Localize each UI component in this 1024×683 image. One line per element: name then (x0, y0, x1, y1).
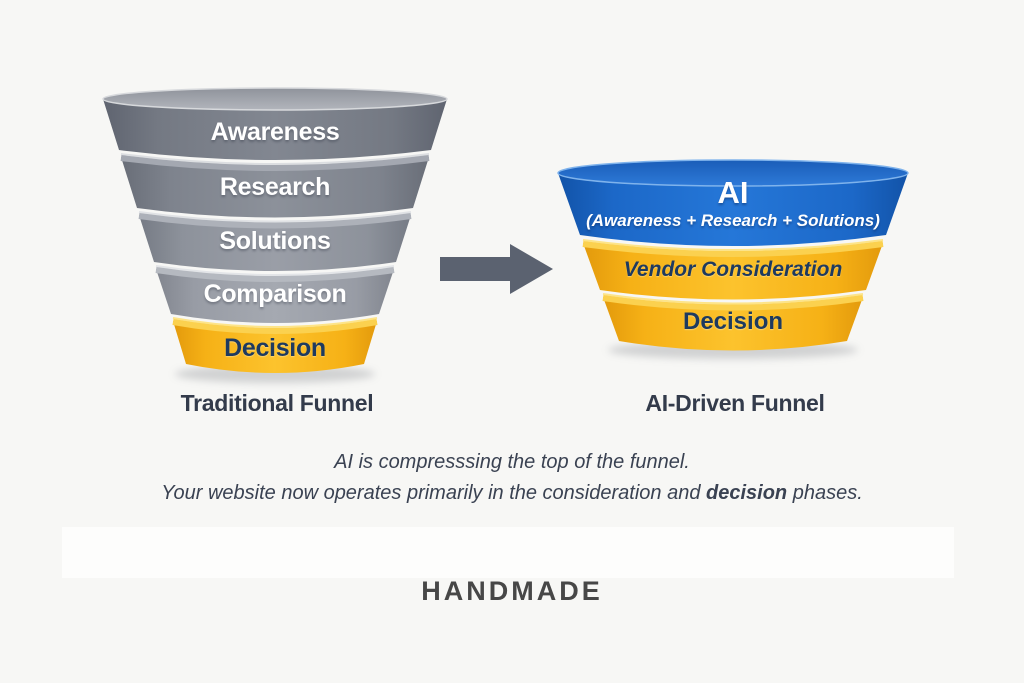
tier-rim-highlight (172, 317, 378, 328)
tier-label-vendor-consideration: Vendor Consideration (624, 258, 843, 281)
tier-vendor-consideration: Vendor Consideration (582, 239, 884, 300)
ai-driven-funnel: AI (Awareness + Research + Solutions) Ve… (557, 159, 909, 351)
tier-label-comparison: Comparison (204, 280, 347, 308)
tier-rim (582, 241, 884, 257)
brand-logo: HANDMADE (421, 576, 603, 606)
tier-label-research: Research (220, 173, 330, 201)
tier-rim-highlight (120, 153, 430, 165)
caption-line2-suffix: phases. (787, 482, 863, 504)
footer-panel (62, 527, 954, 578)
tier-comparison: Comparison (155, 265, 395, 323)
tier-research: Research (120, 153, 430, 218)
tier-decision: Decision (172, 317, 378, 373)
ai-funnel-title: AI-Driven Funnel (645, 390, 825, 416)
arrow-right-icon (440, 244, 553, 294)
tier-rim (120, 155, 430, 171)
tier-body (558, 173, 908, 246)
tier-body (173, 321, 377, 373)
tier-label-solutions: Solutions (219, 227, 330, 255)
caption-line2-bold: decision (706, 482, 788, 504)
tier-label-ai: AI (718, 175, 749, 210)
tier-rim (102, 87, 448, 111)
tier-decision-ai: Decision (602, 293, 864, 351)
tier-rim (557, 159, 909, 187)
tier-rim (172, 319, 378, 334)
tier-label-awareness: Awareness (211, 118, 340, 146)
tier-rim-highlight (602, 293, 864, 305)
traditional-funnel-title: Traditional Funnel (180, 390, 374, 416)
tier-sublabel-ai: (Awareness + Research + Solutions) (586, 211, 880, 230)
tier-awareness: Awareness (102, 87, 448, 160)
tier-rim-highlight (155, 265, 395, 276)
tier-rim (138, 213, 412, 229)
tier-rim-highlight (138, 211, 412, 223)
caption-line1: AI is compresssing the top of the funnel… (334, 451, 690, 473)
tier-body (583, 243, 883, 300)
tier-label-decision: Decision (224, 334, 326, 362)
caption-line2: Your website now operates primarily in t… (0, 482, 1024, 505)
tier-rim-highlight (582, 239, 884, 251)
tier-body (156, 269, 394, 323)
tier-ai: AI (Awareness + Research + Solutions) (557, 159, 909, 246)
tier-body (103, 99, 447, 160)
caption-line2-prefix: Your website now operates primarily in t… (161, 482, 706, 504)
tier-body (139, 215, 411, 271)
traditional-funnel: Awareness Research Solutions Comparison (102, 87, 448, 373)
tier-rim (602, 295, 864, 311)
tier-rim (155, 267, 395, 282)
tier-solutions: Solutions (138, 211, 412, 271)
tier-label-decision-ai: Decision (683, 308, 783, 335)
tier-body (121, 157, 429, 218)
tier-body (603, 297, 863, 351)
